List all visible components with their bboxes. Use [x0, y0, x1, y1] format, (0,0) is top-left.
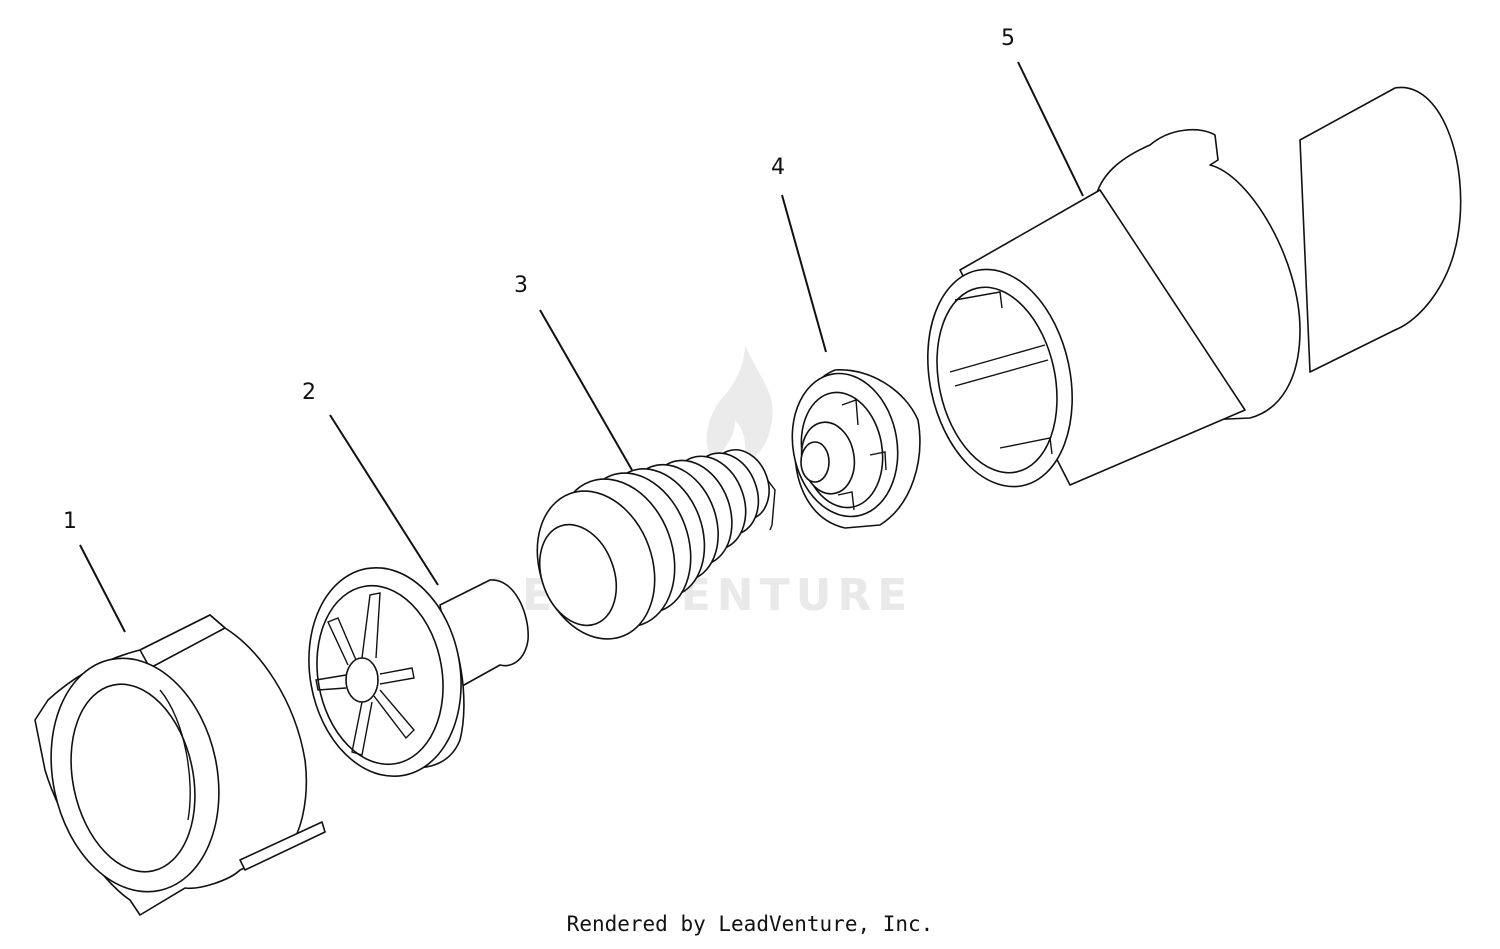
- part-3-spring: [536, 449, 776, 640]
- leader-line-5: [1017, 61, 1084, 197]
- part-4-nozzle: [791, 369, 921, 529]
- part-5-housing: [927, 86, 1462, 488]
- leader-line-2: [329, 414, 439, 586]
- leader-line-3: [539, 309, 633, 471]
- callout-5: 5: [1001, 26, 1015, 51]
- callout-4: 4: [771, 155, 785, 180]
- part-2-valve: [308, 566, 529, 778]
- callout-3: 3: [514, 273, 528, 298]
- rendered-by-footer: Rendered by LeadVenture, Inc.: [566, 912, 934, 936]
- leader-line-1: [79, 544, 126, 633]
- callout-1: 1: [63, 509, 77, 534]
- watermark-flame-icon: [706, 345, 773, 470]
- part-1-coupling-nut: [34, 614, 326, 916]
- leader-line-4: [781, 194, 827, 353]
- callout-2: 2: [302, 380, 316, 405]
